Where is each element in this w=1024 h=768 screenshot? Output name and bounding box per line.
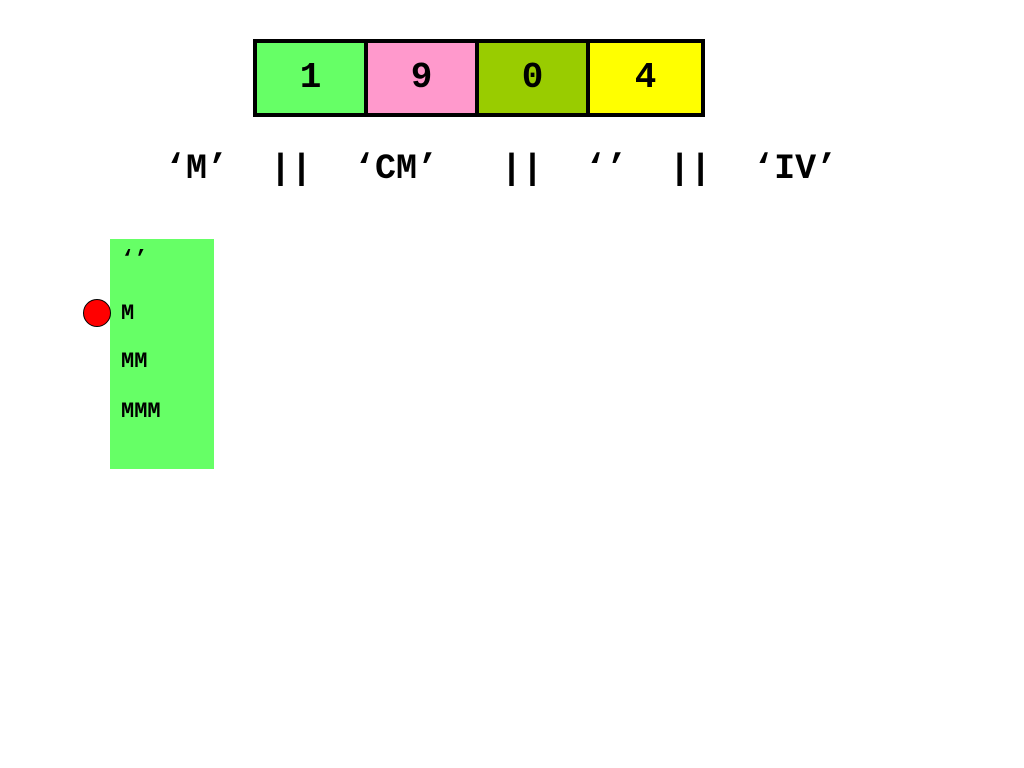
concatenation-expression: ‘M’ || ‘CM’ || ‘’ || ‘IV’ (165, 149, 838, 189)
digit-cell-ones: 4 (590, 43, 701, 113)
selection-pointer-dot (83, 299, 111, 327)
lookup-item-mmm: MMM (121, 399, 161, 424)
digit-array: 1 9 0 4 (253, 39, 705, 117)
lookup-item-m: M (121, 301, 135, 326)
digit-cell-hundreds: 9 (368, 43, 479, 113)
digit-cell-tens: 0 (479, 43, 590, 113)
thousands-lookup-table: ‘’ M MM MMM (110, 239, 214, 469)
digit-cell-thousands: 1 (257, 43, 368, 113)
lookup-item-empty: ‘’ (121, 247, 148, 272)
lookup-item-mm: MM (121, 349, 148, 374)
